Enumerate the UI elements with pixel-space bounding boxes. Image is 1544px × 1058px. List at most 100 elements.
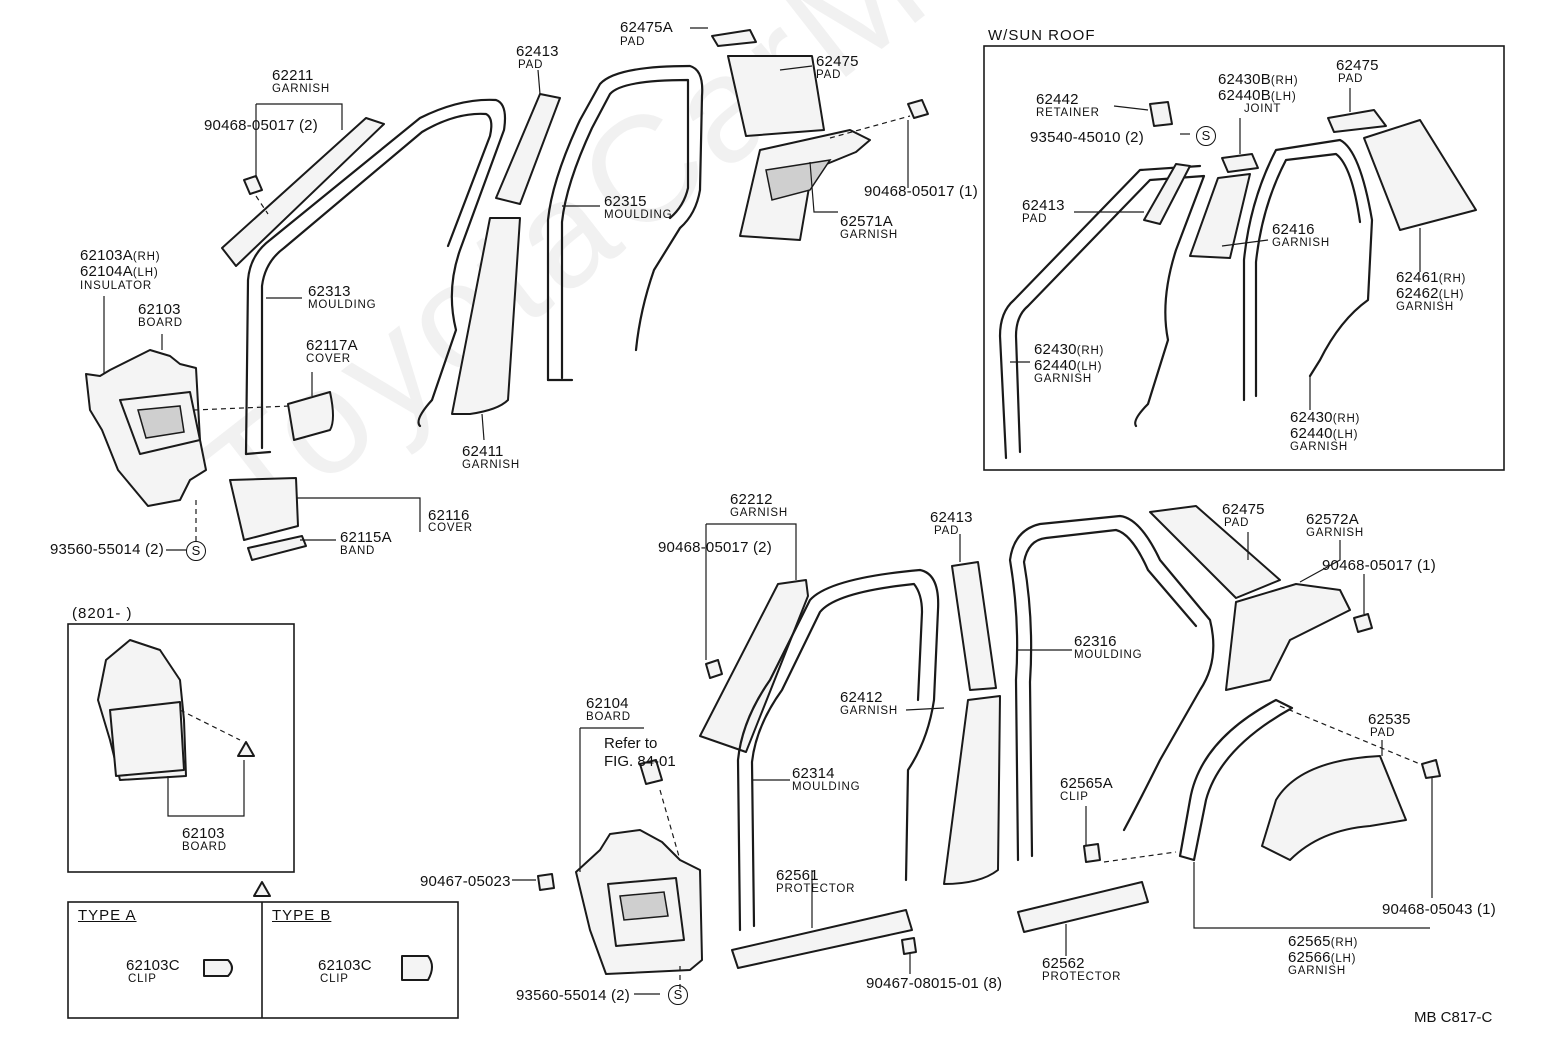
- label-62561-num: 62561: [776, 867, 819, 884]
- label-62535-num: 62535: [1368, 711, 1411, 728]
- cover-62117a-shape: [287, 391, 334, 441]
- label-62461-name: GARNISH: [1396, 301, 1454, 313]
- label-62316-name: MOULDING: [1074, 649, 1143, 661]
- label-62103-name: BOARD: [138, 317, 183, 329]
- label-62430-b-name: GARNISH: [1290, 441, 1348, 453]
- label-62314-num: 62314: [792, 765, 835, 782]
- label-62565a-num: 62565A: [1060, 775, 1113, 792]
- label-62565a-name: CLIP: [1060, 791, 1089, 803]
- label-93560-l: 93560-55014 (2): [50, 541, 164, 558]
- label-62571a-name: GARNISH: [840, 229, 898, 241]
- label-62103c-b-num: 62103C: [318, 957, 372, 974]
- inset-frame: [67, 623, 295, 873]
- label-62475a-name: PAD: [620, 36, 646, 48]
- garnish-62461-shape: [1363, 119, 1477, 231]
- label-62413-bot-num: 62413: [930, 509, 973, 526]
- label-62430b-name: JOINT: [1244, 103, 1282, 115]
- pad-62413-sr-shape: [1143, 163, 1191, 225]
- label-90468-bl: 90468-05017 (2): [658, 539, 772, 556]
- label-62440b-num: 62440B(LH): [1218, 87, 1297, 104]
- garnish-62411-shape: [451, 217, 521, 415]
- label-62413-top-num: 62413: [516, 43, 559, 60]
- label-62313-name: MOULDING: [308, 299, 377, 311]
- label-62442-num: 62442: [1036, 91, 1079, 108]
- protector-62561-shape: [731, 909, 913, 969]
- label-62212-num: 62212: [730, 491, 773, 508]
- clip-62565a-shape: [1083, 843, 1101, 863]
- clip-type-b-shape: [401, 955, 433, 981]
- cover-62116-shape: [229, 477, 299, 541]
- label-62475a-num: 62475A: [620, 19, 673, 36]
- type-a-header: TYPE A: [78, 907, 137, 924]
- label-62416-name: GARNISH: [1272, 237, 1330, 249]
- label-62103-inset-name: BOARD: [182, 841, 227, 853]
- pad-62475a-shape: [711, 29, 757, 47]
- pad-62475-shape: [727, 55, 825, 137]
- label-62104a-num: 62104A(LH): [80, 263, 159, 280]
- label-90468-05043: 90468-05043 (1): [1382, 901, 1496, 918]
- label-62413-bot-name: PAD: [934, 525, 960, 537]
- label-62571a-num: 62571A: [840, 213, 893, 230]
- label-62117a-name: COVER: [306, 353, 351, 365]
- garnish-62412-shape: [943, 695, 1001, 885]
- label-62475-top-name: PAD: [816, 69, 842, 81]
- label-62115a-name: BAND: [340, 545, 376, 557]
- figure-code: MB C817-C: [1414, 1009, 1493, 1026]
- label-90467-05023: 90467-05023: [420, 873, 511, 890]
- label-90468-tr: 90468-05017 (1): [864, 183, 978, 200]
- moulding-62315-shape: [546, 64, 704, 382]
- label-62412-name: GARNISH: [840, 705, 898, 717]
- label-62103c-a-name: CLIP: [128, 973, 157, 985]
- label-62413-sr-name: PAD: [1022, 213, 1048, 225]
- pad-62413-shape: [495, 93, 561, 205]
- label-62442-name: RETAINER: [1036, 107, 1100, 119]
- label-62104-name: BOARD: [586, 711, 631, 723]
- label-62565-num: 62565(RH): [1288, 933, 1359, 950]
- label-62561-name: PROTECTOR: [776, 883, 856, 895]
- pad-62535-shape: [1261, 755, 1407, 861]
- sunroof-frame: [983, 45, 1505, 471]
- label-62104-num: 62104: [586, 695, 629, 712]
- label-62315-num: 62315: [604, 193, 647, 210]
- type-frame: [67, 901, 459, 1019]
- inset-header: (8201- ): [72, 605, 133, 622]
- label-refer-line1: Refer to: [604, 735, 658, 752]
- label-62430-b-num: 62430(RH): [1290, 409, 1361, 426]
- label-refer-line2: FIG. 84-01: [604, 753, 676, 770]
- triangle-symbol: [253, 881, 271, 897]
- label-62430-a-name: GARNISH: [1034, 373, 1092, 385]
- label-62103-num: 62103: [138, 301, 181, 318]
- label-62461-num: 62461(RH): [1396, 269, 1467, 286]
- label-62411-name: GARNISH: [462, 459, 520, 471]
- label-62115a-num: 62115A: [340, 529, 392, 546]
- label-93540: 93540-45010 (2): [1030, 129, 1144, 146]
- garnish-62212-shape: [699, 579, 809, 753]
- label-62565-name: GARNISH: [1288, 965, 1346, 977]
- moulding-62313-shape: [244, 98, 507, 456]
- garnish-62572a-shape: [1225, 583, 1351, 691]
- sunroof-header: W/SUN ROOF: [988, 27, 1096, 44]
- s-symbol-sunroof: S: [1196, 126, 1216, 146]
- label-62440-a-num: 62440(LH): [1034, 357, 1103, 374]
- s-symbol-bottom: S: [668, 985, 688, 1005]
- s-symbol-left: S: [186, 541, 206, 561]
- label-90468-tl: 90468-05017 (2): [204, 117, 318, 134]
- moulding-62316-shape: [1008, 514, 1215, 862]
- pad-62413-bot-shape: [951, 561, 997, 691]
- label-62535-name: PAD: [1370, 727, 1396, 739]
- label-62562-name: PROTECTOR: [1042, 971, 1122, 983]
- label-62211-num: 62211: [272, 67, 314, 84]
- garnish-62430-b-shape: [1242, 138, 1374, 402]
- garnish-62211-shape: [221, 117, 385, 267]
- label-62413-sr-num: 62413: [1022, 197, 1065, 214]
- label-62440-b-num: 62440(LH): [1290, 425, 1359, 442]
- band-62115a-shape: [247, 535, 307, 561]
- pad-62475-bot-shape: [1149, 505, 1281, 599]
- label-62475-sr-name: PAD: [1338, 73, 1364, 85]
- label-62430b-num: 62430B(RH): [1218, 71, 1299, 88]
- label-62103c-a-num: 62103C: [126, 957, 180, 974]
- label-62103c-b-name: CLIP: [320, 973, 349, 985]
- label-62211-name: GARNISH: [272, 83, 330, 95]
- label-62416-num: 62416: [1272, 221, 1315, 238]
